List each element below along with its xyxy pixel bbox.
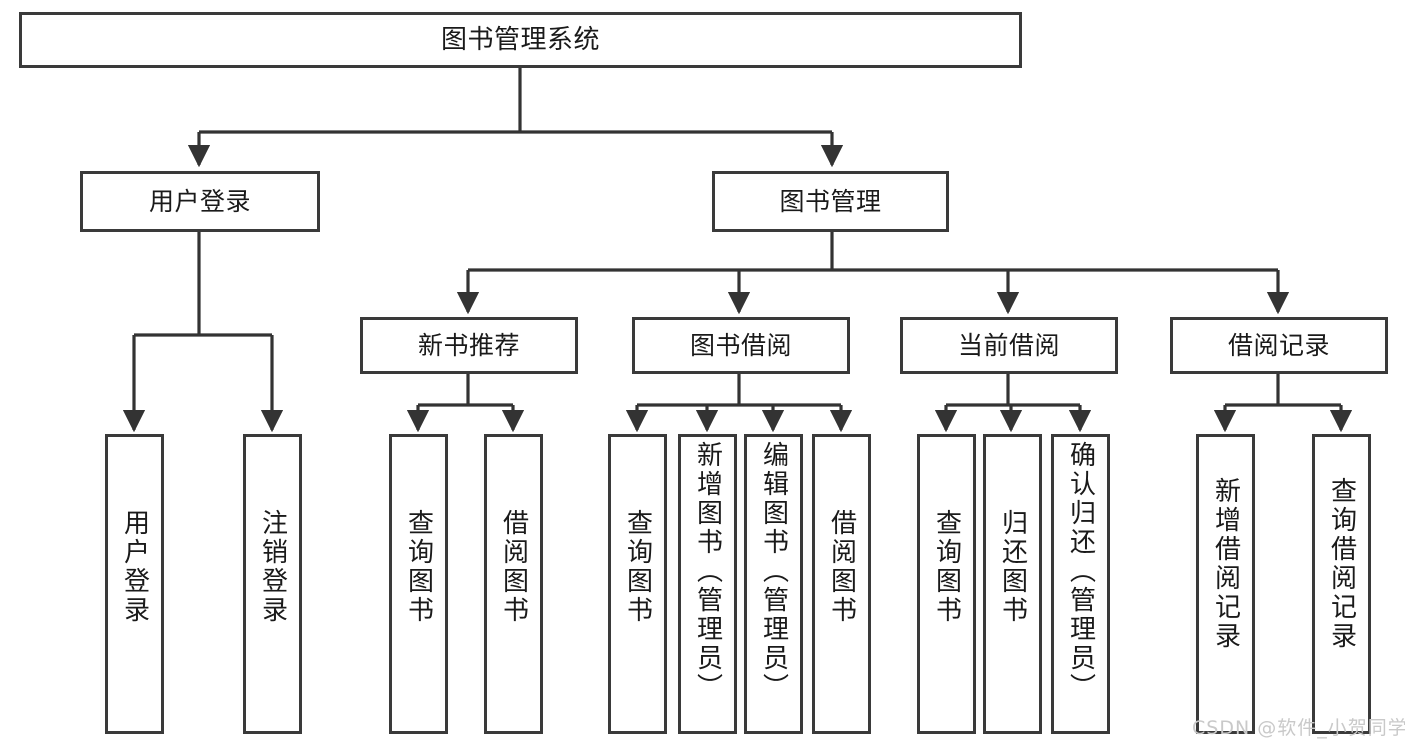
leaf-logout-label: 注销登录 bbox=[257, 509, 288, 625]
leaf-add-record-label: 新增借阅记录 bbox=[1210, 477, 1241, 651]
node-borrow-record-label: 借阅记录 bbox=[1227, 330, 1330, 360]
node-current-borrow[interactable]: 当前借阅 bbox=[900, 317, 1118, 374]
leaf-borrow-book-2-label: 借阅图书 bbox=[826, 509, 857, 625]
node-borrow-record[interactable]: 借阅记录 bbox=[1170, 317, 1388, 374]
node-current-borrow-label: 当前借阅 bbox=[957, 330, 1060, 360]
leaf-query-book-2[interactable]: 查询图书 bbox=[608, 434, 667, 734]
node-new-book-recommend-label: 新书推荐 bbox=[417, 330, 520, 360]
leaf-add-record[interactable]: 新增借阅记录 bbox=[1196, 434, 1255, 734]
leaf-borrow-book-1-label: 借阅图书 bbox=[498, 509, 529, 625]
leaf-return-book[interactable]: 归还图书 bbox=[983, 434, 1042, 734]
node-book-manage-label: 图书管理 bbox=[779, 186, 882, 216]
leaf-query-book-1-label: 查询图书 bbox=[403, 509, 434, 625]
node-book-manage[interactable]: 图书管理 bbox=[712, 171, 949, 232]
leaf-logout[interactable]: 注销登录 bbox=[243, 434, 302, 734]
leaf-confirm-return[interactable]: 确认归还（管理员） bbox=[1051, 434, 1110, 734]
leaf-edit-book-label: 编辑图书（管理员） bbox=[758, 441, 789, 702]
node-user-login-label: 用户登录 bbox=[148, 186, 251, 216]
leaf-query-book-1[interactable]: 查询图书 bbox=[389, 434, 448, 734]
node-root-label: 图书管理系统 bbox=[440, 24, 600, 55]
leaf-query-book-3[interactable]: 查询图书 bbox=[917, 434, 976, 734]
node-root[interactable]: 图书管理系统 bbox=[19, 12, 1022, 68]
leaf-return-book-label: 归还图书 bbox=[997, 509, 1028, 625]
leaf-query-record-label: 查询借阅记录 bbox=[1326, 477, 1357, 651]
leaf-query-book-2-label: 查询图书 bbox=[622, 509, 653, 625]
leaf-user-login[interactable]: 用户登录 bbox=[105, 434, 164, 734]
leaf-borrow-book-1[interactable]: 借阅图书 bbox=[484, 434, 543, 734]
leaf-add-book[interactable]: 新增图书（管理员） bbox=[678, 434, 737, 734]
node-user-login[interactable]: 用户登录 bbox=[80, 171, 320, 232]
leaf-confirm-return-label: 确认归还（管理员） bbox=[1065, 441, 1096, 702]
leaf-add-book-label: 新增图书（管理员） bbox=[692, 441, 723, 702]
leaf-user-login-label: 用户登录 bbox=[119, 509, 150, 625]
leaf-query-book-3-label: 查询图书 bbox=[931, 509, 962, 625]
leaf-query-record[interactable]: 查询借阅记录 bbox=[1312, 434, 1371, 734]
node-book-borrow[interactable]: 图书借阅 bbox=[632, 317, 850, 374]
node-book-borrow-label: 图书借阅 bbox=[689, 330, 792, 360]
csdn-watermark: CSDN @软件_小贺同学 bbox=[1192, 717, 1405, 739]
leaf-edit-book[interactable]: 编辑图书（管理员） bbox=[744, 434, 803, 734]
leaf-borrow-book-2[interactable]: 借阅图书 bbox=[812, 434, 871, 734]
node-new-book-recommend[interactable]: 新书推荐 bbox=[360, 317, 578, 374]
